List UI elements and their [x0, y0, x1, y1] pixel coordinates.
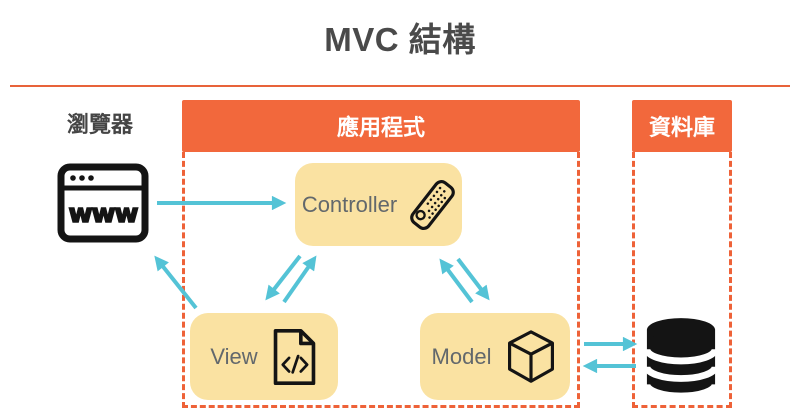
browser-www-icon: www	[57, 163, 149, 243]
database-header: 資料庫	[632, 100, 732, 152]
browser-icon-text: www	[68, 199, 138, 229]
database-body	[632, 152, 732, 408]
view-label: View	[210, 343, 258, 369]
title-divider	[10, 85, 790, 87]
remote-control-icon	[410, 177, 456, 233]
controller-label: Controller	[301, 191, 398, 217]
application-header: 應用程式	[182, 100, 580, 152]
database-container: 資料庫	[632, 100, 732, 408]
model-box: Model	[420, 313, 570, 400]
controller-box: Controller	[295, 163, 462, 246]
database-icon	[644, 317, 718, 401]
model-label: Model	[431, 343, 492, 369]
cube-icon	[504, 328, 558, 386]
code-document-icon	[271, 328, 318, 386]
page-title: MVC 結構	[324, 21, 476, 58]
browser-label: 瀏覽器	[66, 112, 133, 137]
view-box: View	[190, 313, 338, 400]
application-container: 應用程式 Controller	[182, 100, 580, 408]
